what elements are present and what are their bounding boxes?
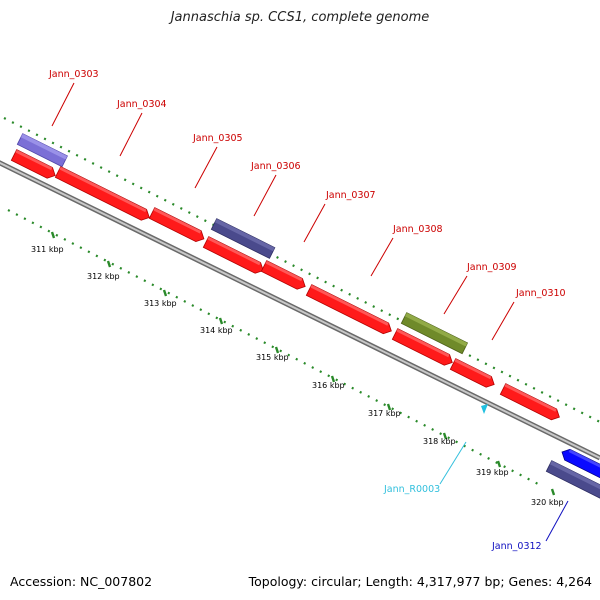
inner-dotted-track <box>7 209 541 486</box>
gene-label[interactable]: Jann_0312 <box>491 541 542 552</box>
genome-backbone <box>0 160 600 461</box>
gene-jann-0304-arrow[interactable] <box>10 149 58 181</box>
scale-tick-mark <box>550 488 556 496</box>
gene-label[interactable]: Jann_0310 <box>515 288 566 299</box>
gene-label-leader-line <box>51 82 75 127</box>
scale-tick-label: 312 kbp <box>87 272 120 281</box>
scale-tick-label: 316 kbp <box>312 381 345 390</box>
scale-tick-mark <box>218 317 224 325</box>
scale-tick-mark <box>50 231 56 239</box>
map-title: Jannaschia sp. CCS1, complete genome <box>170 10 430 25</box>
gene-label[interactable]: Jann_0303 <box>48 69 99 80</box>
scale-tick-label: 313 kbp <box>144 299 177 308</box>
scale-tick-label: 319 kbp <box>476 468 509 477</box>
gene-label-leader-line <box>119 112 143 157</box>
gene-label-leader-line <box>253 174 277 217</box>
genome-summary-text: Topology: circular; Length: 4,317,977 bp… <box>248 574 592 589</box>
gene-label[interactable]: Jann_0307 <box>325 190 376 201</box>
gene-red-arrow-a[interactable] <box>148 207 206 245</box>
gene-label-leader-line <box>491 301 515 341</box>
gene-red-arrow-d[interactable] <box>449 358 497 390</box>
gene-red-arrow-b[interactable] <box>202 236 266 276</box>
gene-jann-0305-arrow[interactable] <box>54 166 152 223</box>
gene-jann-0312-box[interactable] <box>545 460 600 499</box>
gene-jann-0303-box[interactable] <box>16 133 68 168</box>
scale-tick-mark <box>386 403 392 411</box>
gene-label[interactable]: Jann_0305 <box>192 133 243 144</box>
scale-tick-mark <box>274 346 280 354</box>
gene-jann-0307-arrow[interactable] <box>260 260 308 292</box>
scale-tick-label: 317 kbp <box>368 409 401 418</box>
scale-tick-mark <box>106 260 112 268</box>
gene-jann-0310-arrow[interactable] <box>499 383 562 423</box>
gene-red-arrow-c[interactable] <box>391 328 455 368</box>
gene-label[interactable]: Jann_R0003 <box>383 484 440 495</box>
scale-tick-label: 311 kbp <box>31 245 64 254</box>
gene-label-leader-line <box>439 441 467 485</box>
gene-label-leader-line <box>370 237 394 277</box>
scale-tick-label: 318 kbp <box>423 437 456 446</box>
gene-jann-0306-box[interactable] <box>210 218 276 259</box>
scale-tick-mark <box>496 460 502 468</box>
scale-tick-label: 315 kbp <box>256 353 289 362</box>
gene-label[interactable]: Jann_0304 <box>116 99 167 110</box>
scale-tick-label: 314 kbp <box>200 326 233 335</box>
gene-label-leader-line <box>545 500 569 542</box>
scale-tick-mark <box>162 289 168 297</box>
gene-label-leader-line <box>443 275 468 315</box>
accession-text: Accession: NC_007802 <box>10 574 153 589</box>
gene-label-leader-line <box>194 146 218 189</box>
outer-dotted-track <box>3 117 600 423</box>
gene-jann-0309-box[interactable] <box>400 312 469 355</box>
scale-tick-mark <box>330 375 336 383</box>
scale-ticks: 311 kbp 312 kbp 313 kbp 314 kbp 315 kbp 316 k… <box>31 231 564 507</box>
scale-tick-label: 320 kbp <box>531 498 564 507</box>
gene-label[interactable]: Jann_0308 <box>392 224 443 235</box>
gene-jann-0308-arrow[interactable] <box>305 284 394 337</box>
gene-label[interactable]: Jann_0309 <box>466 262 517 273</box>
scale-tick-mark <box>442 432 448 440</box>
gene-label[interactable]: Jann_0306 <box>250 161 301 172</box>
gene-features <box>10 133 600 499</box>
gene-jann-r0003-marker[interactable] <box>481 404 488 414</box>
gene-blue-arrow[interactable] <box>559 447 600 481</box>
gene-labels: Jann_0303Jann_0304Jann_0305Jann_0306Jann… <box>48 69 569 552</box>
gene-label-leader-line <box>303 203 326 243</box>
